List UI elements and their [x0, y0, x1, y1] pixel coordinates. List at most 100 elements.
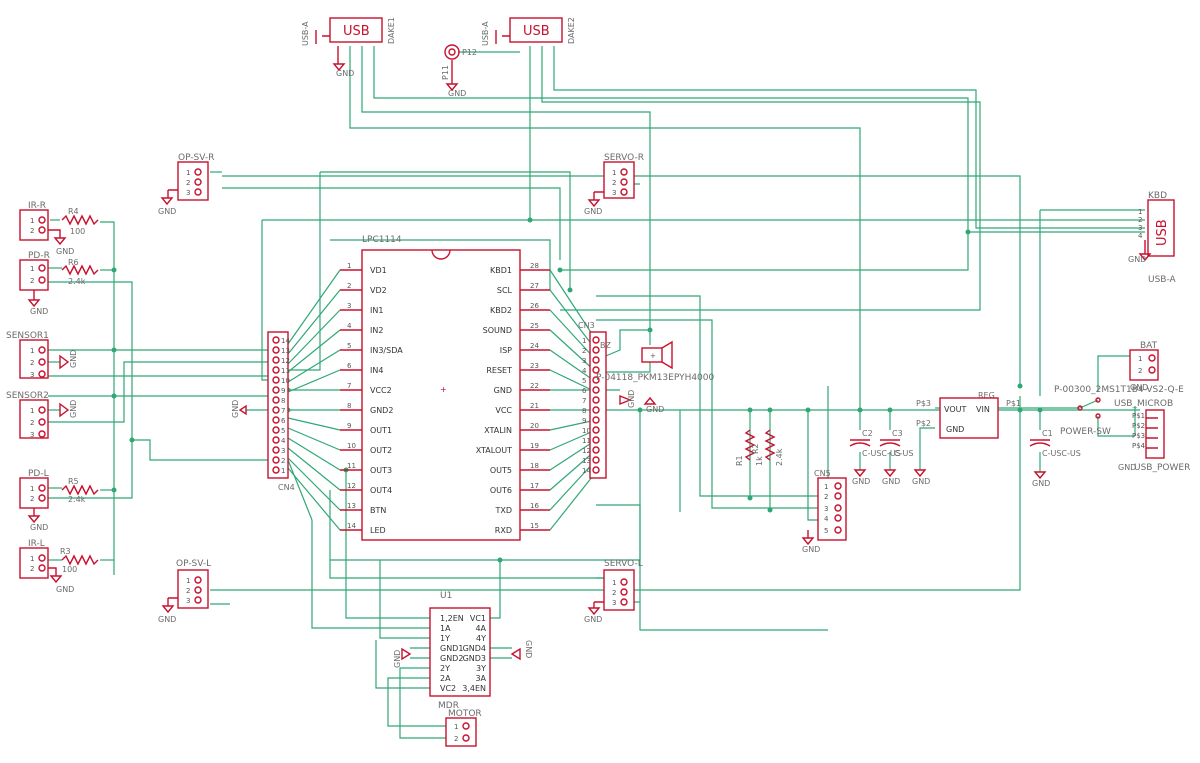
cn4-pin-number: 14	[281, 337, 290, 345]
svg-text:1: 1	[186, 169, 190, 177]
cn3-pin-number: 13	[582, 457, 591, 465]
svg-text:IR-L: IR-L	[28, 539, 45, 549]
svg-text:GND: GND	[158, 207, 176, 216]
svg-text:GND: GND	[158, 615, 176, 624]
ic-pin-number: 20	[530, 422, 539, 430]
ic-pin-name: XTALOUT	[476, 446, 512, 455]
svg-text:GND: GND	[584, 207, 602, 216]
ic-pin-number: 16	[530, 502, 539, 510]
cn4-pin-number: 8	[281, 397, 285, 405]
svg-text:1: 1	[30, 485, 34, 493]
svg-text:2: 2	[30, 495, 34, 503]
svg-text:GND: GND	[1130, 383, 1148, 392]
svg-text:P-04118_PKM13EPYH4000: P-04118_PKM13EPYH4000	[596, 373, 715, 383]
svg-text:CN4: CN4	[278, 483, 295, 492]
ir-l-connector: IR-L 12 R3 100 GND	[19, 539, 99, 594]
cn4-pin-number: 12	[281, 357, 290, 365]
svg-text:2: 2	[30, 277, 34, 285]
svg-text:DAKE1: DAKE1	[387, 17, 396, 44]
cn4-pin-number: 4	[281, 437, 286, 445]
cn5-header: CN5 12 345 GND	[801, 469, 847, 554]
ic-pin-name: SCL	[497, 286, 513, 295]
cn3-pin	[592, 436, 600, 444]
svg-text:C-USC-US: C-USC-US	[862, 449, 901, 458]
svg-text:1k: 1k	[755, 456, 764, 466]
svg-text:3: 3	[186, 597, 190, 605]
cn4-pin	[272, 346, 280, 354]
cn3-pin	[592, 336, 600, 344]
cn4-pin-number: 2	[281, 457, 285, 465]
cn3-pin	[592, 416, 600, 424]
ic-pin-number: 13	[347, 502, 356, 510]
svg-text:2: 2	[612, 589, 616, 597]
svg-text:2: 2	[1138, 367, 1142, 375]
cn4-pin	[272, 456, 280, 464]
svg-text:1: 1	[30, 347, 34, 355]
svg-text:USB-A: USB-A	[301, 21, 310, 46]
cn3-pin	[592, 366, 600, 374]
svg-text:3: 3	[30, 371, 34, 379]
cn4-pin	[272, 376, 280, 384]
cn4-pin	[272, 406, 280, 414]
ic-pin-name: TXD	[494, 506, 512, 515]
u1-pin-name: 4A	[475, 624, 486, 633]
cn3-pin-number: 4	[582, 367, 587, 375]
ic-pin-name: OUT3	[370, 466, 392, 475]
svg-text:C-US: C-US	[894, 449, 913, 458]
ic-pin-number: 1	[347, 262, 351, 270]
svg-text:BAT: BAT	[1140, 341, 1158, 351]
svg-text:GND: GND	[912, 477, 930, 486]
svg-text:4: 4	[1138, 232, 1143, 240]
ic-pin-number: 2	[347, 282, 351, 290]
ic-pin-number: 8	[347, 402, 351, 410]
motor-connector: MDR MOTOR 12	[438, 701, 482, 747]
ic-pin-number: 10	[347, 442, 356, 450]
cn3-pin	[592, 356, 600, 364]
ic-pin-name: OUT2	[370, 446, 392, 455]
svg-text:100: 100	[62, 565, 77, 574]
svg-text:R4: R4	[68, 207, 79, 216]
svg-text:IR-R: IR-R	[28, 201, 46, 211]
u1-pin-name: 2Y	[440, 664, 450, 673]
ic-pin-name: VCC2	[370, 386, 392, 395]
svg-text:1: 1	[612, 169, 616, 177]
svg-text:1: 1	[30, 555, 34, 563]
sensor1-connector: SENSOR1 123 GND	[6, 331, 78, 379]
ic-pin-number: 18	[530, 462, 539, 470]
ic-pin-number: 14	[347, 522, 356, 530]
svg-text:GND: GND	[627, 390, 636, 408]
ic-pin-number: 12	[347, 482, 356, 490]
op-sv-l-connector: OP-SV-L 123 GND	[158, 559, 211, 624]
cn4-pin	[272, 446, 280, 454]
ic-pin-name: IN1	[370, 306, 383, 315]
svg-text:POWER-SW: POWER-SW	[1060, 427, 1111, 437]
ic-pin-name: OUT4	[370, 486, 392, 495]
svg-text:2.4k: 2.4k	[68, 277, 86, 286]
ic-pin-name: IN4	[370, 366, 383, 375]
ic-pin-number: 23	[530, 362, 539, 370]
cn4-pin-number: 11	[281, 367, 290, 375]
cn3-pin-number: 7	[582, 397, 586, 405]
ic-pin-name: XTALIN	[484, 426, 512, 435]
ic-pin-number: 11	[347, 462, 356, 470]
svg-text:GND: GND	[646, 405, 664, 414]
svg-text:2: 2	[186, 179, 190, 187]
svg-text:1: 1	[186, 577, 190, 585]
svg-text:R2: R2	[751, 443, 760, 454]
svg-text:GND: GND	[69, 350, 78, 368]
cn3-pin-number: 11	[582, 437, 591, 445]
u1-pin-name: 2A	[440, 674, 451, 683]
svg-text:GND: GND	[69, 400, 78, 418]
ic-pin-name: GND2	[370, 406, 393, 415]
cn3-pin	[592, 456, 600, 464]
sensor2-connector: SENSOR2 123 GND	[6, 391, 78, 439]
ic-pin-name: GND	[494, 386, 512, 395]
cn3-pin-number: 9	[582, 417, 586, 425]
u1-pin-name: GND1	[440, 644, 463, 653]
pd-r-connector: PD-R 12 R6 2.4k GND	[19, 251, 99, 316]
svg-text:GND: GND	[336, 69, 354, 78]
svg-text:3: 3	[824, 505, 828, 513]
